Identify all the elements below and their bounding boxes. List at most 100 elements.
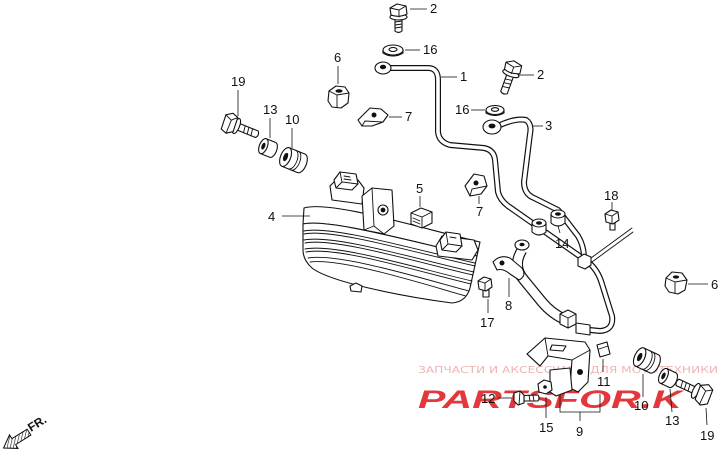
- leader-grommets-14: [557, 225, 561, 234]
- bolt-head-edges: [225, 114, 239, 134]
- bolt-threads: [243, 125, 254, 137]
- callout-bolt-19-left: 19: [231, 74, 245, 89]
- callout-bracket-7-lower: 7: [476, 204, 483, 219]
- nut-body: [327, 85, 350, 109]
- plate-edge: [363, 187, 385, 235]
- rubber-block-5: [410, 207, 433, 229]
- callout-bolt-17: 17: [480, 315, 494, 330]
- callout-washer-16-right: 16: [455, 102, 469, 117]
- grommet-groove: [287, 149, 302, 171]
- bolt-head-edges: [505, 61, 523, 75]
- collar-13-left: [258, 138, 278, 158]
- hose-3-fill: [498, 117, 586, 260]
- callout-bracket-7-upper: 7: [405, 109, 412, 124]
- grommet-groove: [641, 350, 656, 372]
- callout-rubber-block-5: 5: [416, 181, 423, 196]
- washer-hole: [490, 107, 500, 112]
- callout-bolt-2-upper: 2: [430, 1, 437, 16]
- bracket-9: [526, 337, 591, 397]
- callout-nut-6-right: 6: [711, 277, 718, 292]
- nut-6-right: [664, 271, 688, 295]
- nut-hole: [543, 385, 547, 389]
- leader-lines: [237, 8, 708, 426]
- grommet-10-right: [632, 347, 661, 374]
- bracket-hole: [473, 180, 479, 186]
- clip-11: [596, 341, 611, 358]
- bolt-head-edges: [389, 5, 407, 18]
- callout-bracket-9: 9: [576, 424, 583, 439]
- rubber-hose-banjo-hole: [519, 242, 525, 247]
- bracket-hole: [577, 369, 583, 375]
- grommets-14: [531, 209, 566, 236]
- nut-edges: [328, 90, 350, 108]
- bolt-head-edges: [698, 384, 714, 406]
- callout-washer-16-upper: 16: [423, 42, 437, 57]
- bolt-2-upper: [389, 3, 408, 34]
- bracket-bends: [526, 337, 591, 367]
- clamp-hole: [499, 260, 505, 266]
- front-arrow-shape: [2, 428, 32, 449]
- callout-grommets-14: 14: [555, 236, 569, 251]
- rubber-hose-lower: [512, 227, 634, 336]
- bolt-19-left: [220, 112, 260, 139]
- clamp-8: [492, 256, 525, 281]
- grommet-hole: [636, 352, 643, 362]
- nut-hole: [335, 89, 343, 93]
- cushion-grooves: [335, 171, 359, 189]
- callout-grommet-10-right: 10: [634, 398, 648, 413]
- washer-16-upper: [382, 44, 404, 57]
- washer-16-right: [485, 104, 505, 117]
- callout-hose-3: 3: [545, 118, 552, 133]
- nut-hole: [672, 275, 680, 279]
- hose-3-banjo-hole: [488, 123, 496, 129]
- callout-grommet-10-left: 10: [285, 112, 299, 127]
- clip-body: [596, 341, 611, 358]
- bolt-threads: [501, 78, 513, 89]
- grommet-hole: [282, 152, 289, 162]
- callout-bolt-18: 18: [604, 188, 618, 203]
- bolt-hex-head: [220, 112, 239, 134]
- rubber-block-edges: [410, 211, 433, 229]
- callout-oil-cooler-4: 4: [268, 209, 275, 224]
- grommet-b-hole: [555, 212, 561, 216]
- oil-cooler: [302, 171, 481, 304]
- callout-collar-13-left: 13: [263, 102, 277, 117]
- cooler-fins: [303, 229, 476, 297]
- bolt-threads: [394, 20, 403, 29]
- hose-1-banjo-hole: [379, 64, 387, 70]
- collar-hole: [261, 142, 266, 150]
- rubber-hose-fill: [513, 247, 568, 324]
- bolt-threads: [528, 394, 535, 402]
- bracket-main-plate: [526, 337, 591, 393]
- bolt-2-right: [500, 60, 523, 95]
- hose-1-fill: [388, 66, 615, 333]
- callout-bolt-2-right: 2: [537, 67, 544, 82]
- bolt-17: [477, 276, 493, 298]
- callouts: 2 16 1 2 6 7 19 13 10 16 3 5 4 7 18 14 6…: [231, 1, 718, 443]
- bolt-19-right: [675, 378, 714, 406]
- bracket-hole: [371, 112, 377, 118]
- bracket-bend: [361, 120, 384, 127]
- callout-nut-15: 15: [539, 420, 553, 435]
- bolt-head-edges: [477, 278, 492, 292]
- callout-bolt-19-right: 19: [700, 428, 714, 443]
- hose-stay-line: [590, 227, 634, 263]
- cooler-left-cushion: [333, 171, 359, 191]
- washer-hole: [388, 46, 398, 53]
- front-arrow-icon: [2, 428, 32, 449]
- callout-clamp-8: 8: [505, 298, 512, 313]
- front-direction-indicator: FR.: [2, 412, 49, 449]
- bolt-head-edge: [518, 390, 521, 406]
- bolt-shank: [523, 394, 540, 402]
- grommet-a-hole: [536, 221, 542, 225]
- oil-hose-3: [482, 116, 587, 261]
- grommet-10-left: [279, 146, 308, 174]
- nut-edges: [665, 277, 688, 294]
- bracket-7-lower: [464, 173, 488, 197]
- bolt-head-edges: [604, 211, 619, 225]
- callout-nut-6-upper: 6: [334, 50, 341, 65]
- callout-collar-13-right: 13: [665, 413, 679, 428]
- bolt-18: [604, 209, 620, 231]
- plate-hole-inner: [380, 207, 386, 213]
